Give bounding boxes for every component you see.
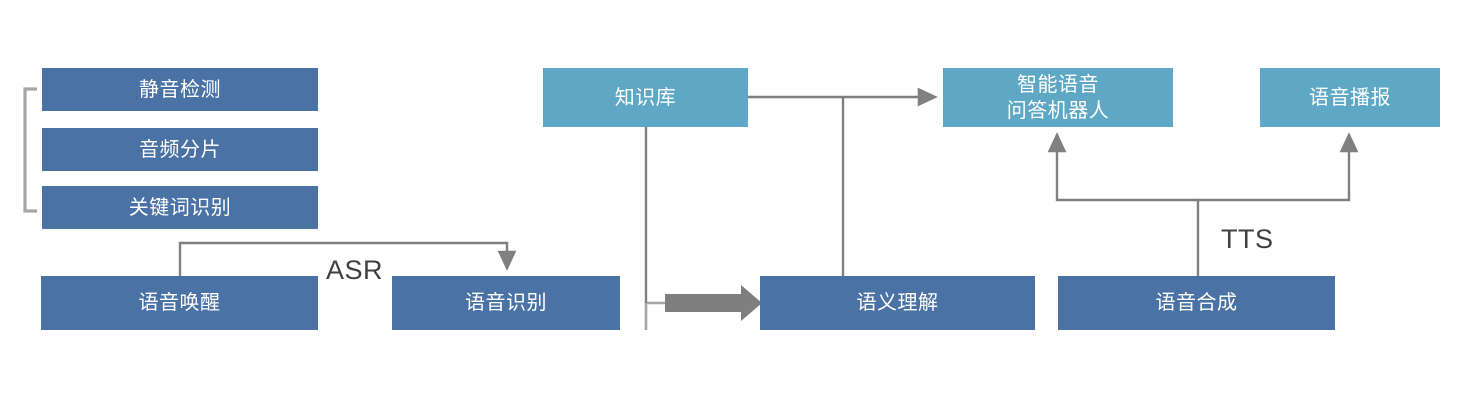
edge-label-asr: ASR [326,255,384,285]
node-audio-segmentation[interactable]: 音频分片 [42,128,318,171]
node-keyword-spotting[interactable]: 关键词识别 [42,186,318,229]
connector-synthesis-to-broadcast [1198,132,1359,202]
node-label-speech-recognition: 语音识别 [465,292,547,314]
node-knowledge-base[interactable]: 知识库 [543,68,748,127]
node-speech-synthesis[interactable]: 语音合成 [1058,276,1335,330]
node-qa-robot[interactable]: 智能语音 问答机器人 [943,68,1173,127]
node-label-voice-broadcast: 语音播报 [1309,86,1391,109]
wakeup-group-bracket [23,87,37,213]
node-silence-detection[interactable]: 静音检测 [42,68,318,111]
connector-synthesis-to-qa-robot [1047,132,1200,276]
edge-label-tts: TTS [1221,224,1274,254]
node-label-qa-robot: 智能语音 问答机器人 [1006,73,1110,122]
connector-recognition-to-semantic [644,285,762,330]
node-label-voice-wakeup: 语音唤醒 [138,292,221,314]
node-label-knowledge-base: 知识库 [614,86,677,109]
node-semantic-understanding[interactable]: 语义理解 [760,276,1035,330]
node-label-semantic-understanding: 语义理解 [856,292,939,314]
node-label-speech-synthesis: 语音合成 [1155,292,1238,314]
node-label-audio-segmentation: 音频分片 [139,138,221,161]
node-speech-recognition[interactable]: 语音识别 [392,276,620,330]
node-voice-broadcast[interactable]: 语音播报 [1260,68,1440,127]
node-label-keyword-spotting: 关键词识别 [128,196,232,219]
node-voice-wakeup[interactable]: 语音唤醒 [41,276,318,330]
node-label-silence-detection: 静音检测 [139,78,221,101]
connector-wakeup-to-recognition [178,241,517,276]
